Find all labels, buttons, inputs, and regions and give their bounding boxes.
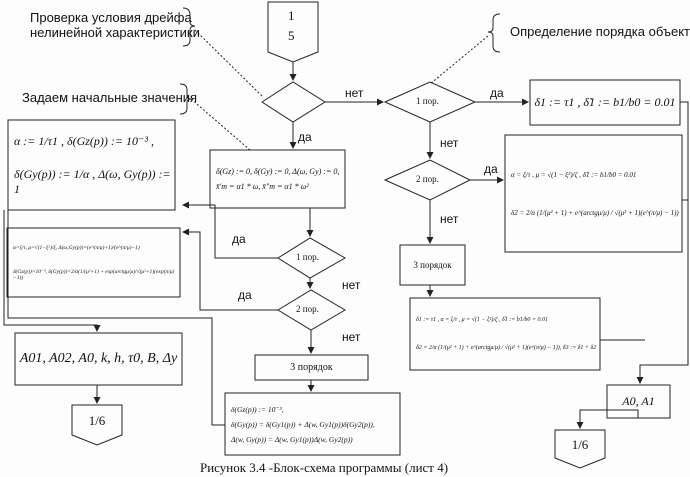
label-yes: да xyxy=(232,232,246,246)
label-yes: да xyxy=(484,162,498,176)
callout-line: нелинейной характеристики xyxy=(30,25,200,40)
third-order-right: 3 порядок xyxy=(413,260,452,270)
formula-line: δ(Gz(p)) := 10⁻³, xyxy=(231,404,284,414)
formula-line: δ1 := τ1 , α = ξ/τ , μ = √(1 − ξ²)/ζ , δ… xyxy=(416,317,548,323)
label-no: нет xyxy=(440,136,459,150)
flow-arrow xyxy=(3,210,101,332)
init-box: δ(Gz) := 0, δ(Gy) := 0, Δ(ω, Gy) := 0, x̄… xyxy=(210,150,345,208)
connector-top-1: 1 xyxy=(288,8,295,23)
decision-drift xyxy=(261,81,326,123)
formula-line: δ2 = 2/α (1/(μ² + 1) + e^(arctgμ/μ) / √(… xyxy=(511,208,679,217)
brace-order xyxy=(487,13,501,53)
label-no: нет xyxy=(342,278,361,292)
decision-first-left-label: 1 пор. xyxy=(296,252,319,262)
left-first-order-box: α := 1/τ1 , δ(Gz(p)) := 10⁻³ , δ(Gy(p)) :… xyxy=(8,120,175,210)
flow-arrow xyxy=(636,101,689,384)
params-box: A01, A02, A0, k, h, τ0, B, Δy xyxy=(19,351,178,366)
callout-initial-values: Задаем начальные значения xyxy=(22,90,198,105)
brace-drift xyxy=(182,7,196,47)
connector-top-5: 5 xyxy=(288,28,295,43)
formula-line: Δ(w, Gy(p)) = Δ(w, Gy1(p))Δ(w, Gy2(p)) xyxy=(231,434,353,444)
right-second-order-box: α = ξ/τ , μ = √(1 − ξ²)/ζ , δ̃1 := b1/b0… xyxy=(505,135,682,252)
formula-line: δ(Gz(p))=10⁻³, δ(Gy(p))=2/α(1/(μ²+1) + e… xyxy=(13,268,175,281)
formula-line: δ(Gy(p)) = δ(Gy1(p)) + Δ(w, Gy1(p))δ(Gy2… xyxy=(231,419,375,429)
formula-line: α=ξ/τ, μ=√(1−ξ²)/ξ, Δ(ω,Gy(p))=(e^(π/μ)+… xyxy=(13,244,140,251)
flow-arrow xyxy=(182,201,278,259)
label-no: нет xyxy=(342,330,361,344)
right-third-order-frame xyxy=(409,297,601,371)
decision-second-left xyxy=(277,289,346,331)
left-second-order-box: α=ξ/τ, μ=√(1−ξ²)/ξ, Δ(ω,Gy(p))=(e^(π/μ)+… xyxy=(7,228,180,297)
label-no: нет xyxy=(440,212,459,226)
formula-line: α := 1/τ1 , δ(Gz(p)) := 10⁻³ , xyxy=(14,133,154,148)
left-first-order-frame xyxy=(7,119,176,211)
left-third-order-frame xyxy=(224,392,401,456)
third-order-left: 3 порядок xyxy=(290,362,333,373)
connector-top-shape xyxy=(267,1,319,63)
callout-line: Проверка условия дрейфа xyxy=(30,10,192,25)
formula-line: δ2 = 2/α (1/(μ² + 1) + e^(arctgμ/μ) / √(… xyxy=(416,345,597,351)
formula-line: x̄'m = α1 * ω, x̄"m = α1 * ω² xyxy=(216,182,309,191)
formula-line: δ(Gy(p)) := 1/α , Δ(ω, Gy(p)) := 1 xyxy=(14,166,171,196)
left-second-order-frame xyxy=(6,227,181,298)
third-order-right-frame xyxy=(399,244,466,286)
formula-line: α = ξ/τ , μ = √(1 − ξ²)/ζ , δ̃1 := b1/b0… xyxy=(511,170,637,179)
flow-arrow xyxy=(182,228,278,311)
connector-bottom-left-shape xyxy=(71,404,123,446)
figure-caption: Рисунок 3.4 -Блок-схема программы (лист … xyxy=(200,460,449,475)
flow-line xyxy=(7,210,225,426)
decision-first-left xyxy=(277,237,347,279)
outputs-box: A0, A1 xyxy=(622,394,655,408)
left-third-order-box: δ(Gz(p)) := 10⁻³, δ(Gy(p)) = δ(Gy1(p)) + … xyxy=(225,393,400,455)
callout-order-detect: Определение порядка объекта xyxy=(510,24,690,39)
label-yes: да xyxy=(298,130,312,144)
decision-second-left-label: 2 пор. xyxy=(296,304,319,314)
connector-bottom-left: 1/6 xyxy=(88,413,106,428)
flow-arrow xyxy=(576,409,639,429)
params-frame xyxy=(14,332,183,386)
label-no: нет xyxy=(345,86,364,100)
label-yes: да xyxy=(490,86,504,100)
formula-line: δ(Gz) := 0, δ(Gy) := 0, Δ(ω, Gy) := 0, xyxy=(216,167,340,176)
decision-second-right-label: 2 пор. xyxy=(416,174,439,184)
connector-bottom-right-shape xyxy=(554,429,606,469)
right-third-order-box: δ1 := τ1 , α = ξ/τ , μ = √(1 − ξ²)/ζ , δ… xyxy=(410,298,600,370)
init-box-frame xyxy=(209,149,346,209)
callout-leader xyxy=(194,29,263,97)
callout-leader xyxy=(190,98,251,151)
callout-leader xyxy=(429,35,489,85)
decision-first-right-label: 1 пор. xyxy=(416,96,439,106)
right-second-order-frame xyxy=(504,134,683,253)
right-first-order-box: δ1 := τ1 , δ̃1 := b1/b0 = 0.01 xyxy=(534,95,676,109)
connector-bottom-right: 1/6 xyxy=(571,437,589,452)
label-yes: да xyxy=(238,288,252,302)
